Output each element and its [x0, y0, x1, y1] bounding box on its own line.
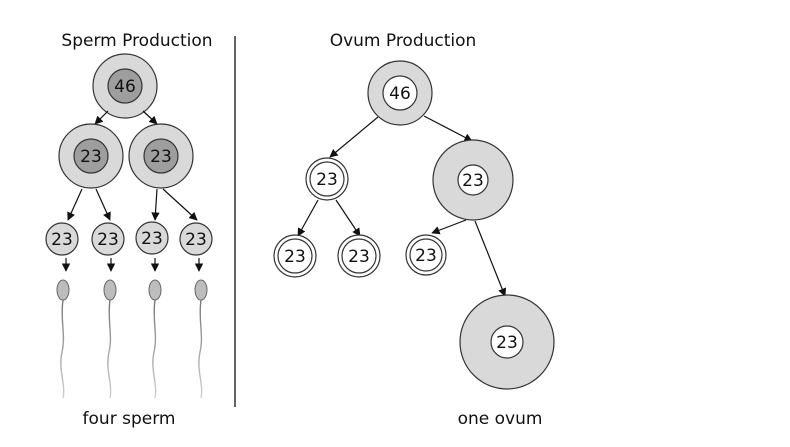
- arrow: [162, 188, 198, 221]
- arrow: [335, 199, 361, 237]
- sperm-caption: four sperm: [83, 409, 176, 429]
- chromosome-count-label: 23: [316, 170, 338, 190]
- arrow: [151, 188, 160, 221]
- arrow: [142, 110, 158, 125]
- secondary-oocyte: 23: [432, 139, 514, 221]
- polar-body: 23: [337, 234, 381, 278]
- arrow: [297, 199, 319, 237]
- arrow: [474, 220, 507, 297]
- chromosome-count-label: 46: [114, 77, 136, 97]
- ovum-production-panel: Ovum Production 46 23 23 23: [273, 31, 555, 429]
- sperm-cell-icon: [56, 279, 70, 399]
- sperm-cell-icon: [103, 279, 117, 399]
- secondary-spermatocyte: 23: [128, 123, 194, 189]
- spermatid: 23: [45, 222, 79, 256]
- sperm-cell-icon: [194, 279, 208, 399]
- chromosome-count-label: 23: [97, 230, 119, 250]
- chromosome-count-label: 23: [496, 333, 518, 353]
- primary-oocyte: 46: [367, 60, 433, 126]
- chromosome-count-label: 23: [284, 247, 306, 267]
- ovum-caption: one ovum: [458, 409, 543, 429]
- chromosome-count-label: 23: [348, 247, 370, 267]
- arrow: [329, 116, 379, 158]
- arrow: [67, 188, 83, 221]
- spermatid: 23: [135, 221, 169, 255]
- sperm-production-panel: Sperm Production 46 23 23 23: [45, 31, 213, 429]
- spermatid: 23: [91, 222, 125, 256]
- ovum-production-title: Ovum Production: [330, 31, 477, 51]
- polar-body: 23: [273, 234, 317, 278]
- arrow: [95, 188, 111, 221]
- chromosome-count-label: 23: [415, 246, 437, 266]
- chromosome-count-label: 23: [141, 229, 163, 249]
- chromosome-count-label: 23: [185, 230, 207, 250]
- ovum: 23: [459, 294, 555, 390]
- spermatid: 23: [179, 222, 213, 256]
- chromosome-count-label: 23: [462, 171, 484, 191]
- arrow: [423, 115, 473, 142]
- second-polar-body: 23: [405, 234, 447, 276]
- chromosome-count-label: 23: [51, 230, 73, 250]
- first-polar-body: 23: [305, 157, 349, 201]
- chromosome-count-label: 23: [80, 147, 102, 167]
- primary-spermatocyte: 46: [92, 53, 158, 119]
- chromosome-count-label: 46: [389, 84, 411, 104]
- arrow: [94, 110, 109, 125]
- chromosome-count-label: 23: [150, 147, 172, 167]
- sperm-production-title: Sperm Production: [61, 31, 212, 51]
- arrow: [431, 219, 467, 235]
- sperm-cell-icon: [148, 279, 162, 399]
- secondary-spermatocyte: 23: [58, 123, 124, 189]
